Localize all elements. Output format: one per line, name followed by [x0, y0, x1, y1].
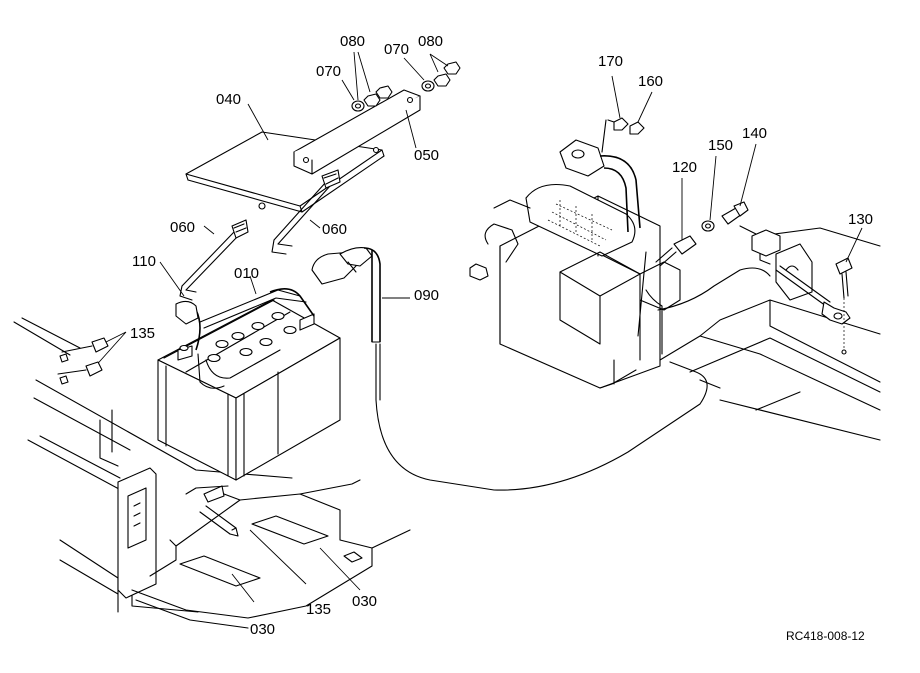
label-130: 130: [848, 211, 873, 228]
label-135: 135: [130, 325, 155, 342]
label-030: 030: [250, 621, 275, 638]
label-060: 060: [170, 219, 195, 236]
part-labels: 080 070 070 080 040 050 060 060 110 010 …: [130, 33, 873, 643]
label-140: 140: [742, 125, 767, 142]
label-090: 090: [414, 287, 439, 304]
label-120: 120: [672, 159, 697, 176]
label-010: 010: [234, 265, 259, 282]
hook-rods: [179, 169, 341, 301]
chassis-frame: [13, 317, 411, 629]
nuts-washers: [351, 61, 461, 112]
label-080: 080: [418, 33, 443, 50]
label-060: 060: [322, 221, 347, 238]
engine: [469, 117, 681, 389]
label-160: 160: [638, 73, 663, 90]
reference-code: RC418-008-12: [786, 629, 865, 643]
label-080: 080: [340, 33, 365, 50]
leader-lines: [57, 51, 863, 603]
battery: [157, 288, 341, 481]
label-070: 070: [316, 63, 341, 80]
negative-cable: [311, 247, 708, 491]
label-040: 040: [216, 91, 241, 108]
label-135: 135: [306, 601, 331, 618]
right-frame: [659, 225, 881, 441]
bracket: [293, 89, 421, 175]
label-150: 150: [708, 137, 733, 154]
label-110: 110: [132, 253, 156, 270]
label-030: 030: [352, 593, 377, 610]
label-070: 070: [384, 41, 409, 58]
label-050: 050: [414, 147, 439, 164]
label-170: 170: [598, 53, 623, 70]
